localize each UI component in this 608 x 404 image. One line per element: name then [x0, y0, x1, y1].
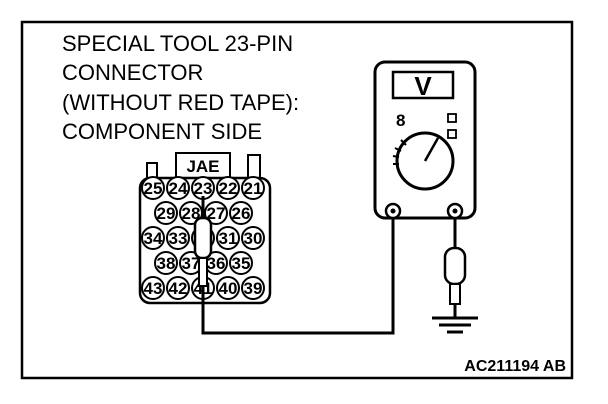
meter-v-jack-dot: [452, 208, 458, 214]
multimeter: V 8: [373, 60, 477, 220]
caption-line-2: CONNECTOR: [62, 60, 203, 85]
pin-33-outline: [166, 226, 190, 250]
ground-probe-body: [443, 246, 467, 286]
pin-26-label: 26: [232, 204, 251, 223]
pin-27-outline: [204, 201, 228, 225]
meter-button-top: [447, 113, 457, 123]
pin-26-outline: [229, 201, 253, 225]
pin-38-outline: [154, 251, 178, 275]
pin-38-label: 38: [157, 254, 176, 273]
pin-27-label: 27: [207, 204, 226, 223]
pin-29-label: 29: [157, 204, 176, 223]
pin-24-label: 24: [169, 179, 188, 198]
pin-40-outline: [216, 276, 240, 300]
pin-42-outline: [166, 276, 190, 300]
pin-40-label: 40: [219, 279, 238, 298]
ground-probe: [443, 218, 467, 318]
probe-grip: [198, 257, 208, 287]
ground-symbol: [432, 316, 478, 334]
ground-probe-grip: [449, 283, 461, 305]
pin-35-outline: [229, 251, 253, 275]
pin-23-label: 23: [194, 179, 213, 198]
pin-21-outline: [241, 176, 265, 200]
pin-25-label: 25: [144, 179, 163, 198]
probe-body: [193, 216, 213, 260]
figure-frame: [20, 20, 574, 380]
pin-35-label: 35: [232, 254, 251, 273]
meter-function-label: 8: [396, 111, 405, 130]
pin-39-outline: [241, 276, 265, 300]
pin-43-label: 43: [144, 279, 163, 298]
lead-wire: [201, 211, 395, 335]
meter-display: [391, 70, 455, 100]
connector-pins: 2524232221292827263433323130383736354342…: [141, 176, 265, 300]
pin-21-label: 21: [244, 179, 263, 198]
pin-28-label: 28: [182, 204, 201, 223]
pin-36-label: 36: [207, 254, 226, 273]
pin-31-outline: [216, 226, 240, 250]
pin-25-outline: [141, 176, 165, 200]
pin-22-label: 22: [219, 179, 238, 198]
connector-right-tab: [247, 154, 261, 180]
pin-33-label: 33: [169, 229, 188, 248]
pin-43-outline: [141, 276, 165, 300]
caption-line-4: COMPONENT SIDE: [62, 119, 262, 144]
pin-22-outline: [216, 176, 240, 200]
pin-42-label: 42: [169, 279, 188, 298]
pin-34-outline: [141, 226, 165, 250]
caption-line-1: SPECIAL TOOL 23-PIN: [62, 31, 293, 56]
caption-line-3: (WITHOUT RED TAPE):: [62, 90, 299, 115]
pin-31-label: 31: [219, 229, 238, 248]
meter-dial-pointer: [423, 137, 440, 162]
connector-brand-label: JAE: [186, 157, 219, 176]
figure-code: AC211194 AB: [464, 358, 566, 375]
meter-display-symbol: V: [414, 71, 432, 101]
pin-30-label: 30: [244, 229, 263, 248]
meter-com-jack-dot: [390, 208, 396, 214]
meter-dial-ticks: [392, 139, 407, 165]
pin-34-label: 34: [144, 229, 163, 248]
pin-29-outline: [154, 201, 178, 225]
meter-button-bottom: [447, 129, 457, 139]
pin-39-label: 39: [244, 279, 263, 298]
pin-24-outline: [166, 176, 190, 200]
caption: SPECIAL TOOL 23-PIN CONNECTOR (WITHOUT R…: [62, 31, 299, 144]
probe-in-connector: [193, 196, 213, 287]
pin-37-label: 37: [182, 254, 201, 273]
pin-30-outline: [241, 226, 265, 250]
connector: JAE 252423222129282726343332313038373635…: [138, 152, 272, 305]
